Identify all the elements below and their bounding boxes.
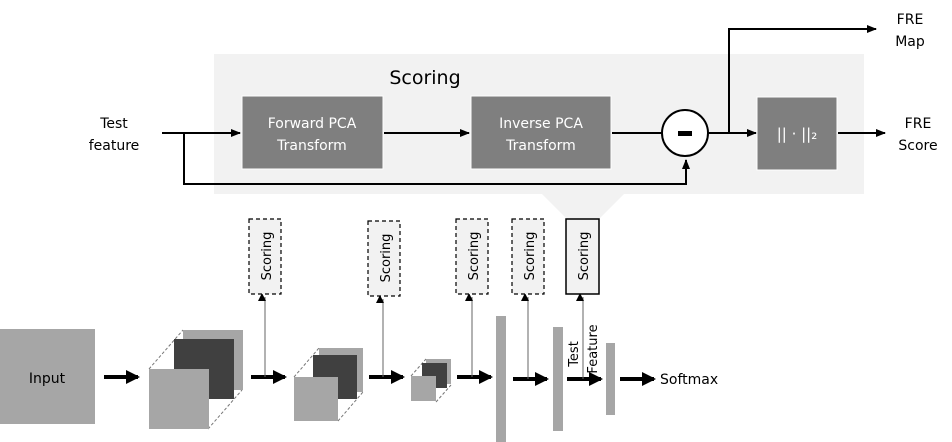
softmax-label: Softmax [660, 372, 718, 388]
forward-pca-block: Forward PCA Transform [241, 95, 384, 170]
test-feature-label: Test Feature [567, 324, 601, 373]
scoring-module-4[interactable]: Scoring [511, 218, 545, 295]
svg-text:Transform: Transform [505, 138, 576, 154]
svg-text:Forward PCA: Forward PCA [268, 116, 357, 132]
skip-connection-arrow [183, 133, 690, 185]
fc-layer-3 [606, 343, 615, 415]
scoring-module-2[interactable]: Scoring [367, 220, 401, 297]
svg-text:FRE: FRE [897, 12, 924, 28]
inverse-pca-block: Inverse PCA Transform [470, 95, 612, 170]
minus-icon [678, 131, 692, 136]
scoring-module-5-active[interactable]: Scoring [565, 218, 600, 295]
svg-text:Transform: Transform [276, 138, 347, 154]
svg-text:Test: Test [567, 341, 582, 368]
svg-text:Scoring: Scoring [577, 232, 592, 281]
l2-norm-block: || · ||₂ [756, 96, 838, 171]
fre-map-label: FRE Map [895, 12, 925, 50]
svg-text:feature: feature [89, 138, 140, 154]
svg-text:Inverse PCA: Inverse PCA [499, 116, 583, 132]
svg-text:Score: Score [898, 138, 937, 154]
fc-layer-1 [496, 316, 506, 442]
svg-text:Scoring: Scoring [260, 232, 275, 281]
svg-text:Input: Input [29, 371, 66, 387]
scoring-module-1[interactable]: Scoring [248, 218, 282, 295]
scoring-panel-title: Scoring [389, 67, 460, 89]
conv-layer-2 [293, 347, 364, 422]
svg-text:Feature: Feature [586, 324, 601, 373]
fc-layer-2 [553, 327, 563, 431]
svg-text:Test: Test [99, 116, 128, 132]
conv-layer-3 [410, 358, 452, 403]
svg-text:Scoring: Scoring [379, 234, 394, 283]
svg-text:FRE: FRE [905, 116, 932, 132]
svg-text:Scoring: Scoring [467, 232, 482, 281]
callout-pointer [542, 194, 624, 222]
fre-score-label: FRE Score [898, 116, 937, 154]
svg-text:Scoring: Scoring [523, 232, 538, 281]
svg-text:Map: Map [895, 34, 925, 50]
subtract-node [661, 109, 709, 157]
svg-text:|| · ||₂: || · ||₂ [777, 125, 818, 143]
input-block: Input [0, 329, 95, 424]
test-feature-input-label: Test feature [89, 116, 140, 154]
conv-layer-1 [148, 329, 243, 430]
arrow-to-fre-map [728, 25, 877, 133]
scoring-module-3[interactable]: Scoring [455, 218, 489, 295]
